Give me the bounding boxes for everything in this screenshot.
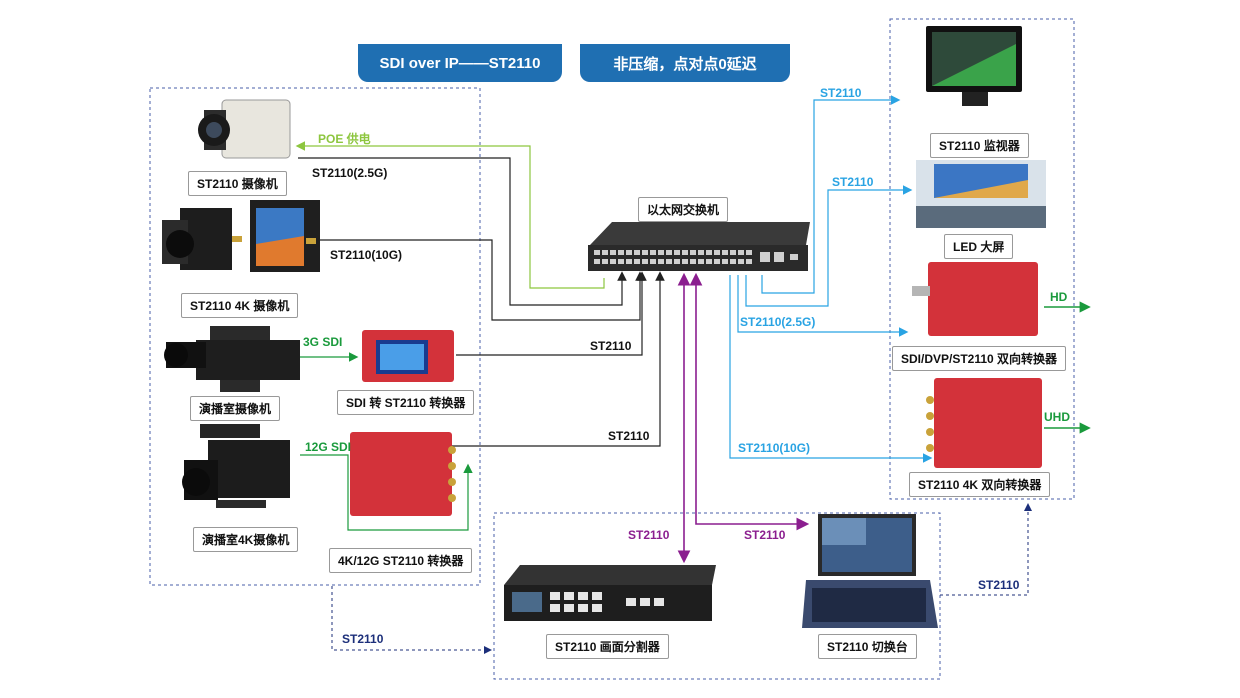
monitor-link-label: ST2110	[820, 86, 862, 100]
studio-camera-graphic	[164, 326, 300, 392]
dvp-converter-label: SDI/DVP/ST2110 双向转换器	[892, 346, 1067, 371]
production-to-display-label: ST2110	[978, 578, 1020, 592]
ethernet-switch-graphic	[588, 222, 810, 271]
switcher-graphic	[802, 514, 938, 628]
sdi-converter-graphic	[362, 330, 454, 382]
camera4k-label: ST2110 4K 摄像机	[181, 293, 299, 318]
camera4k-link-label: ST2110(10G)	[330, 248, 403, 262]
monitor-graphic	[926, 26, 1022, 106]
bi4k-link-label: ST2110(10G)	[738, 441, 811, 455]
poe-label: POE 供电	[318, 132, 371, 146]
converter4k-link-label: ST2110	[608, 429, 650, 443]
studio-camera4k-label: 演播室4K摄像机	[193, 527, 299, 552]
multiviewer-graphic	[504, 565, 716, 621]
poe-line	[295, 141, 605, 289]
dvp-converter-graphic	[912, 262, 1038, 336]
switcher-link-label: ST2110	[744, 528, 786, 542]
hd-label: HD	[1050, 290, 1068, 304]
display-group-box	[889, 18, 1075, 500]
uhd-label: UHD	[1044, 410, 1070, 424]
source-to-production-label: ST2110	[342, 632, 384, 646]
camera-link-label: ST2110(2.5G)	[312, 166, 388, 180]
dvp-link-label: ST2110(2.5G)	[740, 315, 816, 329]
camera4k-graphic	[162, 200, 320, 272]
sdi12g-label: 12G SDI	[305, 440, 352, 454]
multiviewer-link-label: ST2110	[628, 528, 670, 542]
camera-link-line	[298, 157, 627, 306]
converter4k-link-line	[452, 271, 665, 447]
converter4k-bi-graphic	[926, 378, 1042, 468]
switch-label: 以太网交换机	[638, 197, 729, 222]
led-wall-graphic	[916, 160, 1046, 228]
sdi-converter-label: SDI 转 ST2110 转换器	[337, 390, 475, 415]
sdi-converter-link-label: ST2110	[590, 339, 632, 353]
studio-camera4k-graphic	[182, 424, 290, 508]
source-to-production-line	[331, 586, 492, 654]
camera-label: ST2110 摄像机	[188, 171, 287, 196]
multiviewer-label: ST2110 画面分割器	[546, 634, 669, 659]
sdi3g-label: 3G SDI	[303, 335, 343, 349]
studio-camera-label: 演播室摄像机	[190, 396, 281, 421]
switcher-label: ST2110 切换台	[818, 634, 917, 659]
led-link-label: ST2110	[832, 175, 874, 189]
converter4k-bi-label: ST2110 4K 双向转换器	[909, 472, 1051, 497]
banner-right: 非压缩，点对点0延迟	[580, 44, 790, 82]
monitor-label: ST2110 监视器	[930, 133, 1029, 158]
camera4k-link-line	[320, 239, 645, 321]
sdi12g-line	[300, 454, 473, 531]
sdi-converter-link-line	[456, 271, 647, 356]
converter4k12g-graphic	[350, 432, 456, 516]
converter4k12g-label: 4K/12G ST2110 转换器	[329, 548, 473, 573]
switcher-link-line	[689, 272, 810, 531]
led-label: LED 大屏	[944, 234, 1014, 259]
banner-left: SDI over IP——ST2110	[358, 44, 562, 82]
source-group-box	[149, 87, 481, 586]
camera-graphic	[198, 99, 291, 159]
